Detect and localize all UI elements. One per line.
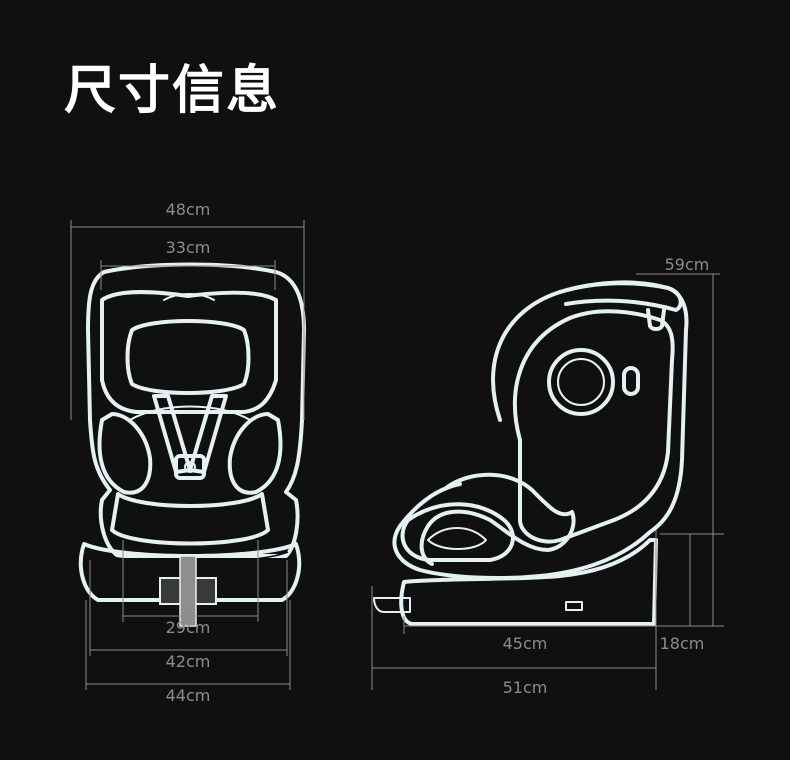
front-right-wing	[227, 412, 283, 495]
dim-label-42cm: 42cm	[166, 652, 211, 671]
front-headrest	[100, 290, 278, 414]
side-wing	[512, 309, 675, 544]
side-adjust-button	[622, 366, 640, 396]
side-dial-inner	[557, 358, 605, 406]
front-left-wing	[97, 412, 153, 495]
dim-label-45cm: 45cm	[503, 634, 548, 653]
page-title: 尺寸信息	[64, 61, 281, 121]
car-seat-side-view	[373, 280, 689, 626]
front-buckle-button	[184, 461, 196, 473]
side-seat-cushion	[400, 502, 515, 562]
side-seat-pad	[427, 527, 487, 550]
dim-label-51cm: 51cm	[503, 678, 548, 697]
front-buckle	[174, 454, 206, 480]
front-shell-inner	[107, 270, 298, 487]
front-seat-cushion	[110, 492, 270, 546]
side-dial-outer	[547, 348, 615, 416]
side-shell-outline	[392, 280, 689, 580]
front-headrest-top	[163, 293, 215, 301]
front-support-leg	[179, 555, 197, 627]
front-base	[78, 542, 302, 602]
side-headrest-tab	[646, 308, 666, 331]
dim-label-29cm: 29cm	[166, 618, 211, 637]
side-dimension-lines	[371, 273, 724, 690]
side-armrest	[419, 472, 576, 566]
side-base	[399, 538, 658, 626]
side-base-inner	[410, 595, 651, 607]
dim-label-18cm: 18cm	[660, 634, 705, 653]
car-seat-front-view	[78, 262, 306, 627]
front-right-strap	[188, 394, 228, 474]
side-headrest-cap	[558, 281, 683, 312]
front-headrest-pad	[125, 319, 251, 395]
dim-label-33cm: 33cm	[166, 238, 211, 257]
side-base-slot	[565, 601, 583, 611]
dim-label-44cm: 44cm	[166, 686, 211, 705]
side-isofix-arm	[373, 597, 411, 613]
front-chest-line	[129, 405, 251, 421]
dim-label-48cm: 48cm	[166, 200, 211, 219]
front-shell-outline	[86, 262, 306, 558]
dim-label-59cm: 59cm	[665, 255, 710, 274]
front-dimension-lines	[70, 220, 305, 690]
